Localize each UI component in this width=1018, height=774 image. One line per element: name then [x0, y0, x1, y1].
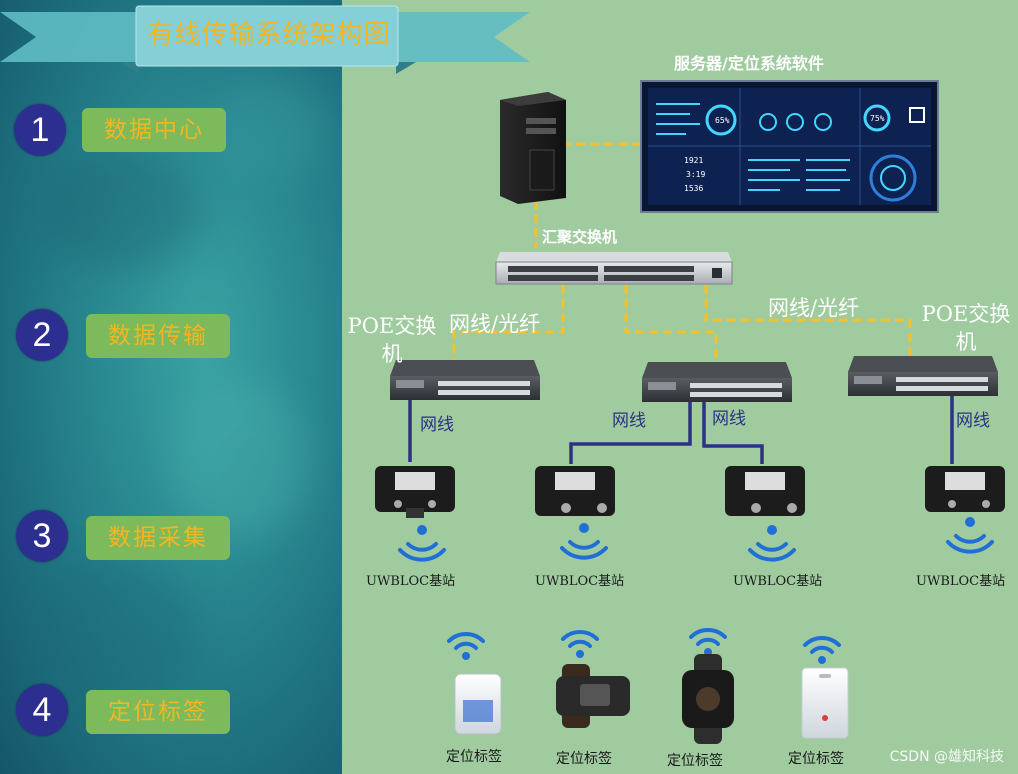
step-2-label: 数据传输: [86, 314, 230, 358]
base-station-label-4: UWBLOC基站: [916, 574, 1006, 589]
tag-label-3: 定位标签: [667, 753, 723, 769]
link-label-left: 网线/光纤: [449, 312, 541, 336]
dashboard-screen-icon: 65% 75% 1921 3:19 1536: [640, 80, 939, 213]
step-2-number: 2: [16, 309, 68, 361]
wifi-signal-icon: [946, 517, 994, 554]
page-title: 有线传输系统架构图: [147, 20, 391, 50]
step-4-number: 4: [16, 684, 68, 736]
link-core-poe-left: [452, 285, 565, 362]
poe-switch-left-icon: [390, 360, 540, 400]
dashboard-percent-2: 75%: [870, 114, 885, 123]
link-label-right: 网线/光纤: [768, 296, 860, 320]
poe-switch-right-icon: [848, 356, 998, 396]
link-core-poe-right: [704, 285, 912, 356]
base-station-wifi-icons: [398, 517, 994, 562]
tag-wifi-icons: [447, 627, 841, 664]
step-4-label: 定位标签: [86, 690, 230, 734]
link-core-poe-mid: [624, 285, 718, 362]
tag-label-2: 定位标签: [556, 751, 612, 767]
tag-wristband-icon: [556, 664, 630, 728]
core-switch-label: 汇聚交换机: [542, 228, 618, 246]
step-1-number: 1: [14, 104, 66, 156]
base-station-4-icon: [925, 466, 1005, 512]
watermark: CSDN @雄知科技: [889, 749, 1004, 765]
base-station-label-3: UWBLOC基站: [733, 574, 823, 589]
title-ribbon: [0, 5, 530, 74]
poe-switch-right-label: POE交换机: [921, 302, 1011, 354]
server-label: 服务器/定位系统软件: [674, 54, 824, 73]
cable-poe-mid-base2: [569, 396, 692, 464]
dashboard-value-2: 3:19: [686, 170, 705, 179]
fiber-links: [452, 142, 912, 362]
cable-label-1: 网线: [420, 415, 454, 435]
wifi-signal-icon: [560, 523, 608, 560]
cable-label-2: 网线: [612, 411, 646, 431]
poe-switch-mid-icon: [642, 362, 792, 402]
step-3-label: 数据采集: [86, 516, 230, 560]
base-station-label-1: UWBLOC基站: [366, 574, 456, 589]
tag-box-icon: [454, 673, 502, 735]
cable-label-3: 网线: [712, 409, 746, 429]
cable-links: [408, 396, 954, 464]
wifi-signal-icon: [447, 631, 485, 660]
cable-label-4: 网线: [956, 411, 990, 431]
base-station-1-icon: [375, 466, 455, 518]
dashboard-value-3: 1536: [684, 184, 703, 193]
poe-switch-left-label: POE交换机: [347, 314, 437, 366]
wifi-signal-icon: [689, 627, 727, 656]
tag-card-icon: [801, 667, 849, 739]
wifi-signal-icon: [803, 635, 841, 664]
tag-label-4: 定位标签: [788, 751, 844, 767]
step-1-label: 数据中心: [82, 108, 226, 152]
cable-poe-mid-base3: [702, 396, 764, 464]
base-station-label-2: UWBLOC基站: [535, 574, 625, 589]
wifi-signal-icon: [561, 629, 599, 658]
tag-label-1: 定位标签: [446, 749, 502, 765]
tag-watch-icon: [682, 654, 734, 744]
wifi-signal-icon: [748, 525, 796, 562]
dashboard-percent-1: 65%: [715, 116, 730, 125]
base-station-3-icon: [725, 466, 805, 516]
server-tower-icon: [500, 92, 566, 204]
core-switch-icon: [495, 252, 733, 285]
step-3-number: 3: [16, 510, 68, 562]
dashboard-value-1: 1921: [684, 156, 703, 165]
wifi-signal-icon: [398, 525, 446, 562]
base-station-2-icon: [535, 466, 615, 516]
